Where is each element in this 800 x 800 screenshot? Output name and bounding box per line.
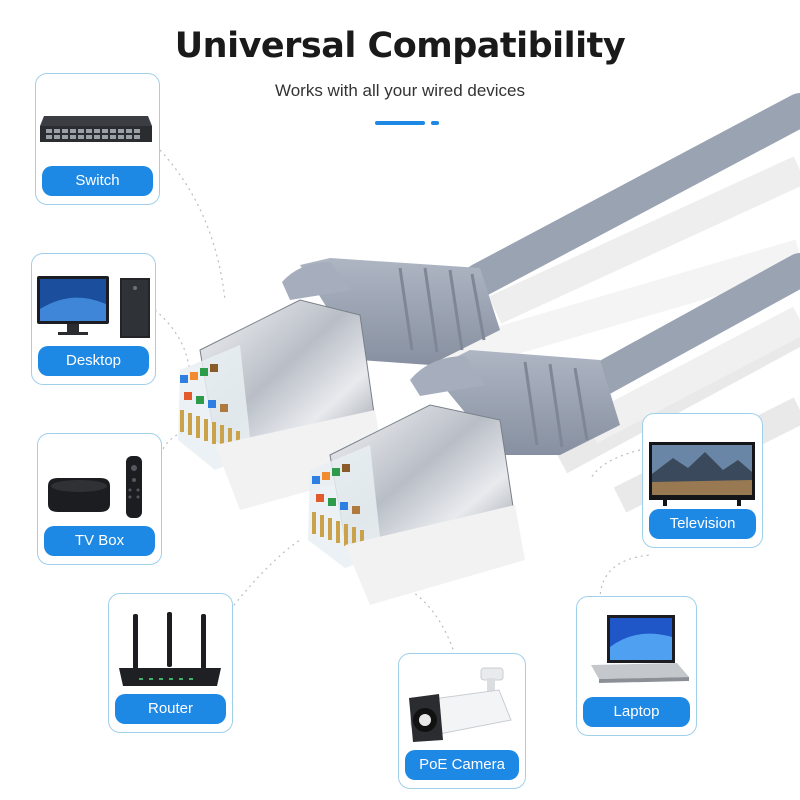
rj45-plug-back bbox=[178, 258, 500, 510]
laptop-icon bbox=[591, 615, 689, 683]
device-label-tv-box: TV Box bbox=[44, 526, 155, 556]
device-label-switch: Switch bbox=[42, 166, 153, 196]
network-switch-icon bbox=[40, 116, 152, 142]
cable-back bbox=[435, 93, 800, 474]
security-camera-icon bbox=[409, 667, 512, 742]
television-icon bbox=[649, 442, 755, 506]
page-title: Universal Compatibility bbox=[174, 26, 626, 66]
device-label-router: Router bbox=[115, 694, 226, 724]
device-label-poe-camera: PoE Camera bbox=[405, 750, 519, 780]
page-subtitle: Works with all your wired devices bbox=[274, 81, 526, 100]
device-card-router: Router bbox=[108, 593, 233, 733]
device-card-switch: Switch bbox=[35, 73, 160, 205]
device-card-desktop: Desktop bbox=[31, 253, 156, 385]
device-card-television: Television bbox=[642, 413, 763, 548]
device-card-poe-camera: PoE Camera bbox=[398, 653, 526, 789]
rj45-plug-front bbox=[308, 350, 620, 605]
accent-bar-short bbox=[431, 121, 439, 125]
accent-bar-long bbox=[375, 121, 425, 125]
tv-box-icon bbox=[48, 456, 142, 518]
router-icon bbox=[119, 612, 221, 686]
desktop-computer-icon bbox=[37, 276, 150, 338]
device-label-desktop: Desktop bbox=[38, 346, 149, 376]
device-card-tv-box: TV Box bbox=[37, 433, 162, 565]
device-label-laptop: Laptop bbox=[583, 697, 690, 727]
device-label-television: Television bbox=[649, 509, 756, 539]
device-card-laptop: Laptop bbox=[576, 596, 697, 736]
